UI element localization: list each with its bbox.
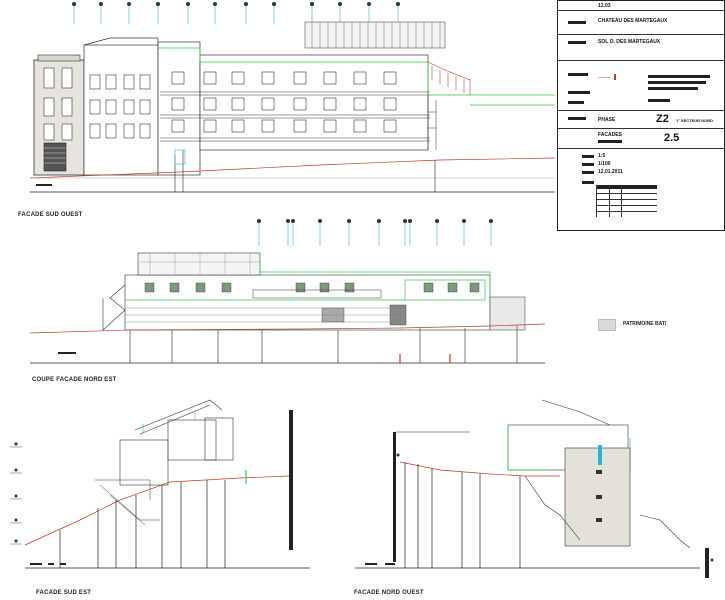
redacted-bar [568,117,586,120]
grid-axis-markers [73,4,399,24]
redacted-bar [582,155,594,158]
sheet-label: FACADES [598,132,622,138]
legend-label: PATRIMOINE BATI [623,321,667,327]
revision-table [596,185,657,217]
redacted-bar [648,99,670,102]
windows [89,71,397,139]
title-block-row-location: SOL O. DES MARTEGAUX [558,35,724,61]
elevation-sud-est [10,399,310,569]
location: SOL O. DES MARTEGAUX [598,39,661,45]
architect-logo: ~~~ [598,71,634,83]
elevation-sud-ouest [29,2,556,193]
caption-facade-sud-ouest: FACADE SUD OUEST [18,212,83,218]
grid-axis-markers-mid [258,221,492,246]
scale: 1:5 [598,153,606,159]
redacted-bar [648,81,706,84]
redacted-bar [582,163,594,166]
title-block-row-number: 12.03 [558,1,724,11]
redacted-bar [648,87,698,90]
project-name: CHATEAU DES MARTEGAUX [598,18,668,24]
redacted-bar [568,41,586,44]
redacted-bar [598,140,622,143]
ground-line [29,157,556,179]
title-block-row-logo: ~~~ [558,61,724,111]
redacted-bar [568,21,586,24]
ground-line-mid [29,323,546,334]
sheet-number: 2.5 [664,132,680,144]
legend-swatch [598,319,616,331]
caption-coupe-facade-nord-est: COUPE FACADE NORD EST [32,377,117,383]
title-block-info: 1:5 1/100 12.01.2011 [558,149,724,231]
title-block: 12.03 CHATEAU DES MARTEGAUX SOL O. DES M… [557,0,725,231]
ground-line-nord-ouest [399,461,560,477]
redacted-bar [582,181,594,184]
elevation-nord-ouest [355,399,714,578]
title-block-row-project: CHATEAU DES MARTEGAUX [558,11,724,35]
redacted-bar [648,75,710,78]
ratio: 1/100 [598,161,611,167]
phase-label: PHASE [598,117,616,123]
heritage-wall [564,447,631,547]
drawing-number: 12.03 [598,3,611,9]
main-building [83,37,429,176]
historic-tower [33,54,85,176]
zone-code: Z2 [656,113,669,125]
redacted-bar [568,73,588,76]
red-stair [427,61,471,95]
roof-structure [304,21,446,49]
title-block-row-sheet: FACADES 2.5 [558,129,724,149]
title-block-row-phase: PHASE Z2 1° SECTEUR NORD [558,111,724,129]
date: 12.01.2011 [598,169,623,175]
elevation-nord-est [29,219,546,364]
redacted-bar [568,101,584,104]
redacted-bar [568,91,590,94]
caption-facade-sud-est: FACADE SUD EST [36,590,92,596]
caption-facade-nord-ouest: FACADE NORD OUEST [354,590,424,596]
zone-note: 1° SECTEUR NORD [676,118,713,123]
redacted-bar [582,171,594,174]
ground-line-sud-est [24,475,291,546]
svg-text:~~~: ~~~ [598,75,610,82]
